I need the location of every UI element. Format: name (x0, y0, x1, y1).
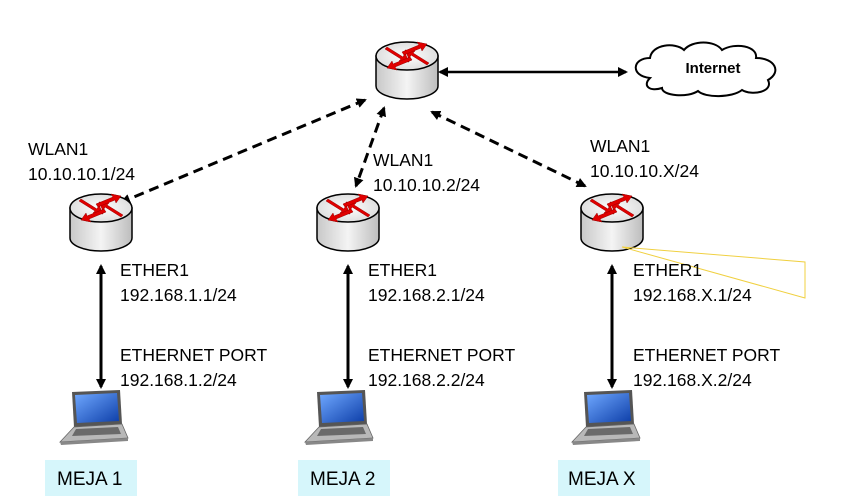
ether-ip-1: 192.168.1.1/24 (120, 285, 237, 305)
table-x-label: MEJA X (568, 469, 636, 490)
ether-label-2: ETHER1 (368, 260, 437, 280)
port-label-1: ETHERNET PORT (120, 345, 267, 365)
wlan-label-1: WLAN1 (28, 139, 88, 159)
wireless-link-3 (430, 110, 587, 188)
wlan-label-x: WLAN1 (590, 136, 650, 156)
wlan-ip-x: 10.10.10.X/24 (590, 161, 699, 181)
port-label-2: ETHERNET PORT (368, 345, 515, 365)
internet-cloud-icon (634, 41, 777, 98)
port-ip-1: 192.168.1.2/24 (120, 370, 237, 390)
laptop-2-icon (304, 389, 374, 446)
table-1-badge-bg (45, 460, 137, 496)
table-2-label: MEJA 2 (310, 469, 375, 490)
router-1-icon (69, 193, 133, 252)
table-2-badge-bg (298, 460, 390, 496)
wireless-link-2 (353, 106, 387, 188)
laptop-1-icon (59, 389, 129, 446)
ether-label-x: ETHER1 (633, 260, 702, 280)
table-1-label: MEJA 1 (57, 469, 122, 490)
router-x-icon (580, 193, 644, 252)
wlan-label-2: WLAN1 (373, 150, 433, 170)
port-ip-2: 192.168.2.2/24 (368, 370, 485, 390)
ether-ip-x: 192.168.X.1/24 (633, 285, 752, 305)
wireless-link-1 (120, 98, 367, 204)
wlan-ip-1: 10.10.10.1/24 (28, 164, 135, 184)
router-2-icon (316, 193, 380, 252)
table-x-badge-bg (558, 460, 650, 496)
port-ip-x: 192.168.X.2/24 (633, 370, 752, 390)
main-router-icon (375, 41, 439, 100)
wlan-ip-2: 10.10.10.2/24 (373, 175, 480, 195)
ether-label-1: ETHER1 (120, 260, 189, 280)
ether-ip-2: 192.168.2.1/24 (368, 285, 485, 305)
laptop-x-icon (571, 389, 641, 446)
yellow-highlight-mark (621, 246, 806, 299)
port-label-x: ETHERNET PORT (633, 345, 780, 365)
internet-label: Internet (685, 60, 740, 77)
